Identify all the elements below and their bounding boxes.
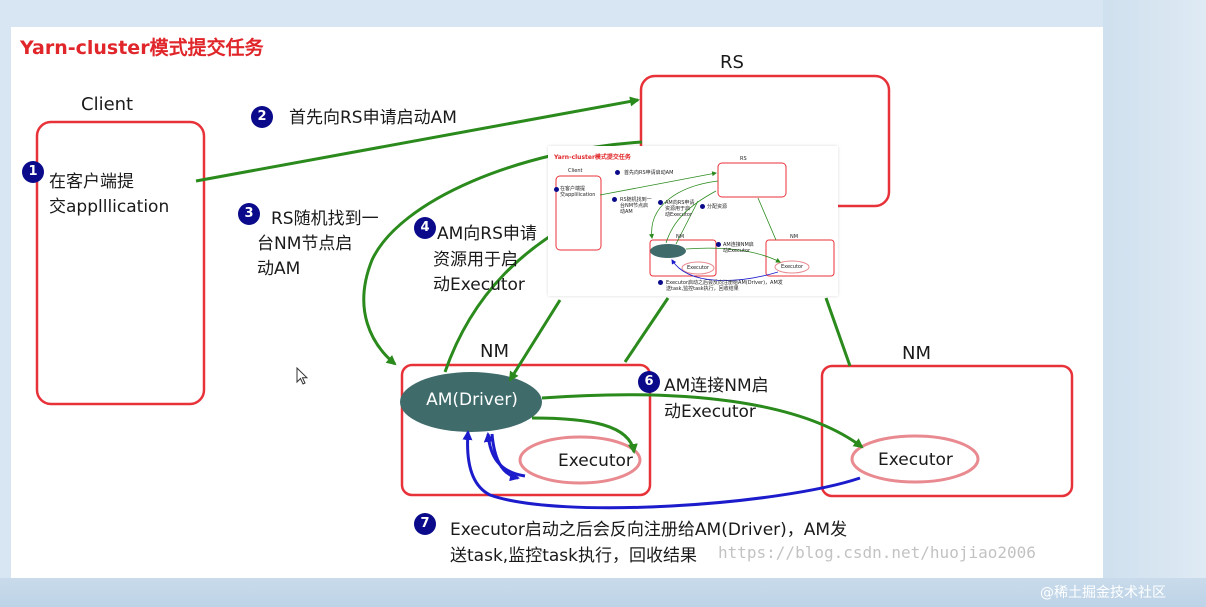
- background-right: [1103, 0, 1206, 607]
- url-watermark: https://blog.csdn.net/huojiao2006: [718, 543, 1036, 562]
- step-7-line-2: 送task,监控task执行，回收结果: [450, 546, 697, 566]
- thumbnail-step-4-line-1: AM向RS申请: [665, 200, 695, 206]
- arrow-rs-to-nm-right: [824, 297, 852, 367]
- thumbnail-step-3-line-2: 台NM节点启: [620, 203, 649, 209]
- step-1-badge: 1: [22, 161, 44, 183]
- thumbnail-step-3-badge: [612, 197, 617, 202]
- nm-right-label: NM: [902, 343, 931, 364]
- executor-left-ellipse: [518, 435, 642, 485]
- thumbnail-executor-1: Executor: [687, 265, 710, 271]
- footer-watermark: @稀土掘金技术社区: [1040, 585, 1166, 601]
- step-3-badge: 3: [238, 203, 260, 225]
- nm-left-label: NM: [480, 341, 509, 362]
- thumbnail-rs-label: RS: [740, 156, 747, 162]
- arrow-am-to-executor-left: [531, 416, 638, 454]
- executor-right-label: Executor: [878, 450, 953, 470]
- thumbnail-executor-2: Executor: [781, 264, 804, 270]
- arrow-am-to-executor-right: [541, 393, 864, 449]
- thumbnail-title: Yarn-cluster模式提交任务: [554, 154, 631, 161]
- thumbnail-diagram: Yarn-cluster模式提交任务 Client RS NM NM 在客户端提…: [548, 146, 838, 296]
- thumbnail-step-1-badge: [554, 187, 559, 192]
- executor-right-ellipse: [850, 434, 980, 484]
- step-7-line-1: Executor启动之后会反向注册给AM(Driver)，AM发: [450, 520, 848, 540]
- thumbnail-step-3-line-3: 动AM: [620, 209, 633, 215]
- thumbnail-step-6-line-1: AM连接NM启: [723, 242, 754, 248]
- step-4-line-2: 资源用于启: [433, 250, 518, 270]
- diagram-title: Yarn-cluster模式提交任务: [20, 37, 264, 59]
- step-3-line-1: RS随机找到一: [271, 209, 379, 229]
- mouse-cursor-icon: [296, 366, 309, 389]
- thumbnail-client-label: Client: [568, 168, 583, 174]
- nm-left-box: [400, 363, 652, 497]
- client-box: [35, 120, 206, 406]
- arrow-rs-to-am: [508, 299, 562, 382]
- executor-left-label: Executor: [558, 451, 633, 471]
- step-1-line-2: 交applllication: [49, 197, 170, 217]
- thumbnail-step-5: 分配资源: [707, 204, 728, 210]
- thumbnail-step-1-line-1: 在客户端提: [560, 186, 586, 192]
- step-4-line-1: AM向RS申请: [437, 224, 537, 244]
- am-driver-ellipse: [400, 372, 542, 432]
- thumbnail-step-6-badge: [716, 242, 721, 247]
- am-driver-label: AM(Driver): [426, 390, 518, 410]
- background-bottom: [0, 578, 1206, 607]
- nm-right-box: [820, 364, 1074, 498]
- client-label: Client: [81, 94, 134, 115]
- thumbnail-nm1-label: NM: [676, 234, 685, 240]
- arrow-client-to-rs: [195, 96, 640, 183]
- step-2-badge: 2: [251, 106, 273, 128]
- thumbnail-step-6-line-2: 动Executor: [723, 248, 751, 254]
- step-6-badge: 6: [638, 371, 660, 393]
- rs-label: RS: [720, 52, 744, 73]
- step-4-line-3: 动Executor: [433, 275, 525, 295]
- step-4-badge: 4: [414, 217, 436, 239]
- thumbnail-step-7-badge: [658, 280, 663, 285]
- thumbnail-step-4-badge: [658, 200, 663, 205]
- thumbnail-nm2-label: NM: [790, 234, 799, 240]
- thumbnail-step-3-line-1: RS随机找到一: [620, 197, 652, 203]
- step-1-line-1: 在客户端提: [49, 172, 134, 192]
- arrow-am-to-executor-left-blue: [490, 433, 520, 482]
- step-7-badge: 7: [414, 513, 436, 535]
- step-6-line-2: 动Executor: [664, 402, 756, 422]
- thumbnail-step-7-line-1: Executor启动之后会反向注册给AM(Driver)，AM发: [666, 280, 783, 286]
- thumbnail-step-4-line-3: 动Executor: [665, 212, 693, 218]
- thumbnail-step-4-line-2: 资源用于启: [665, 206, 691, 212]
- step-3-line-2: 台NM节点启: [257, 234, 353, 254]
- arrow-executor-right-to-am: [462, 430, 861, 510]
- step-6-line-1: AM连接NM启: [664, 376, 769, 396]
- thumbnail-step-7-line-2: 送task,监控task执行，回收结果: [666, 286, 739, 292]
- step-2-line-1: 首先向RS申请启动AM: [289, 108, 457, 128]
- thumbnail-step-1-line-2: 交applilication: [560, 192, 596, 198]
- thumbnail-step-5-badge: [700, 204, 705, 209]
- step-3-line-3: 动AM: [257, 259, 301, 279]
- thumbnail-step-2: 首先向RS申请启动AM: [624, 170, 674, 176]
- thumbnail-svg: [555, 162, 835, 281]
- thumbnail-step-2-badge: [615, 170, 620, 175]
- arrow-rs-to-nm-left: [623, 297, 670, 363]
